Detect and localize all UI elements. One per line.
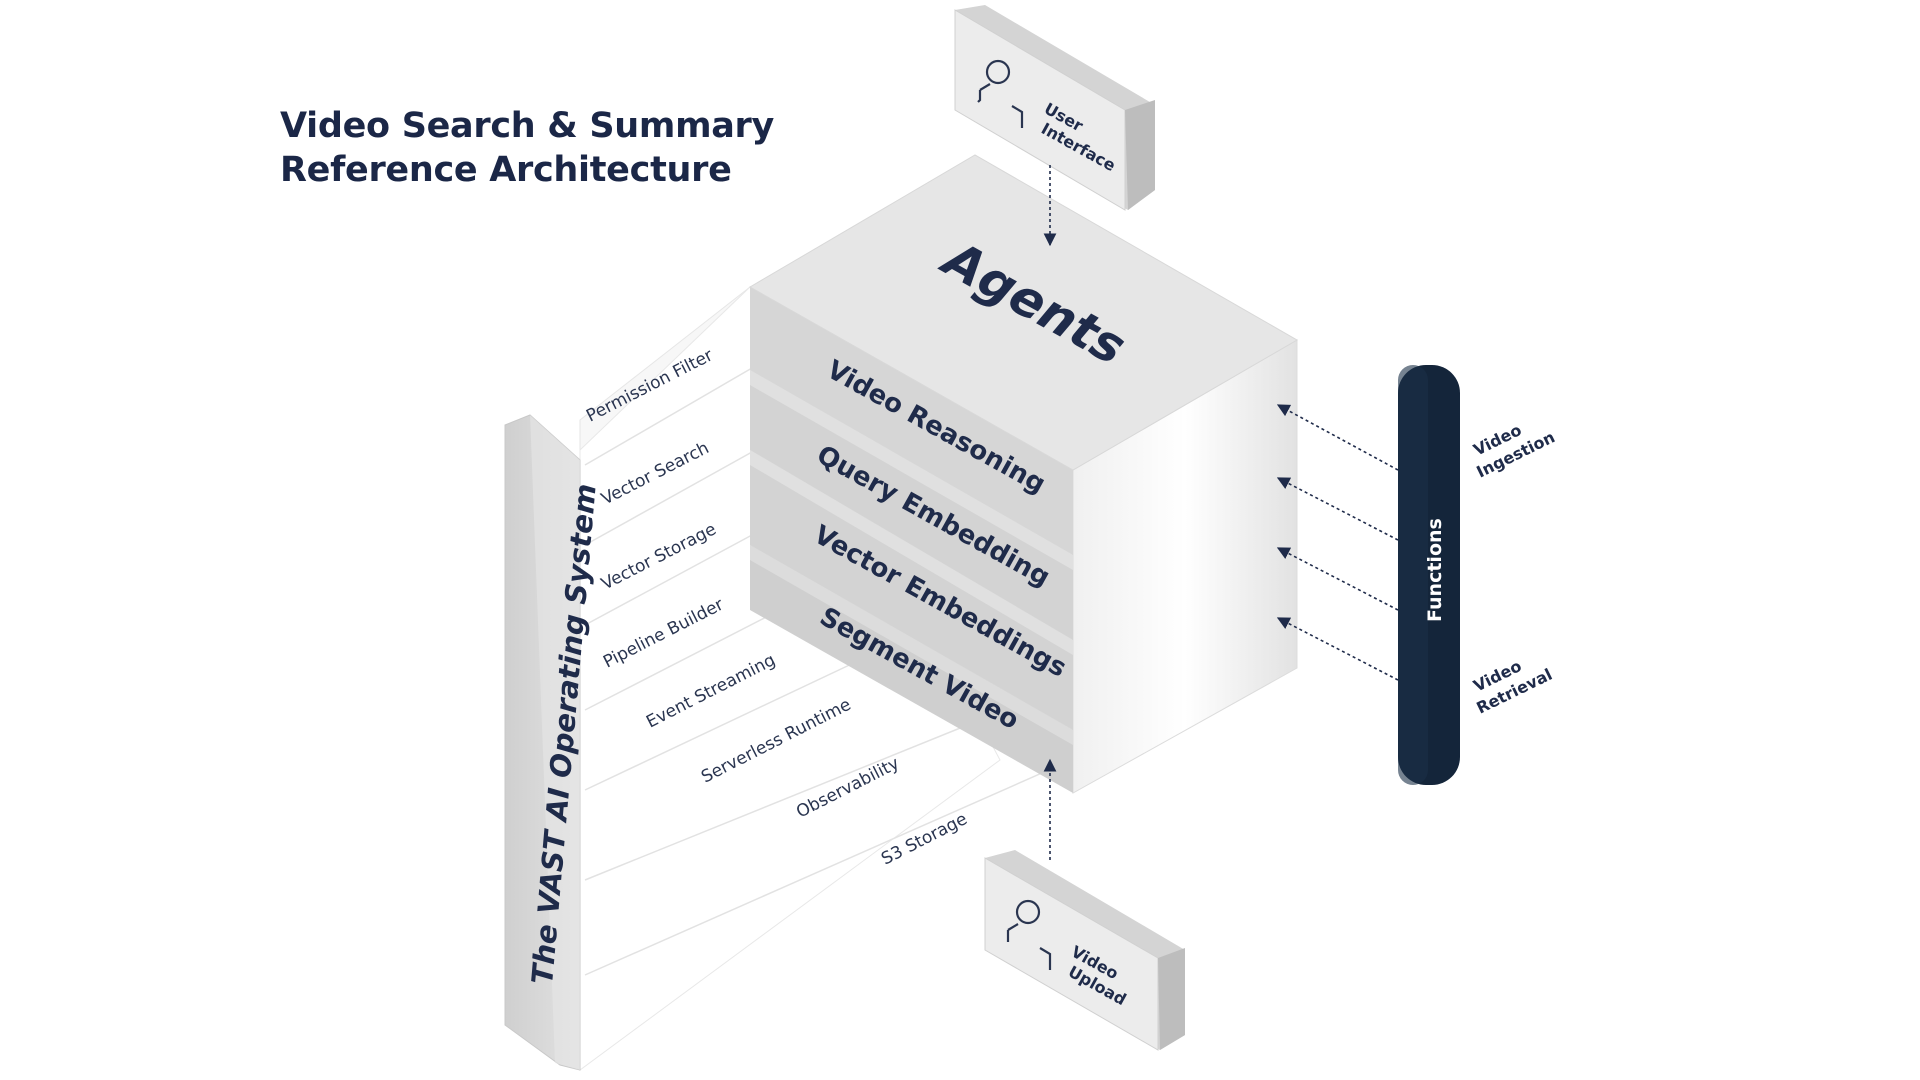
platform-shelf-lines bbox=[584, 367, 1061, 976]
functions-bar[interactable]: Functions bbox=[1398, 365, 1460, 785]
title-line-2: Reference Architecture bbox=[280, 150, 732, 190]
person-icon bbox=[977, 59, 1024, 128]
video-upload-module[interactable]: Video Upload bbox=[984, 850, 1185, 1051]
stack-top-face bbox=[748, 154, 1298, 471]
stack-layer-video-reasoning bbox=[750, 287, 1073, 555]
function-arrow-4 bbox=[1276, 617, 1399, 681]
function-arrow-2 bbox=[1276, 477, 1399, 541]
functions-label: Functions bbox=[1424, 518, 1446, 622]
person-icon bbox=[1006, 899, 1052, 970]
function-arrow-1 bbox=[1276, 404, 1399, 471]
title-line-1: Video Search & Summary bbox=[280, 106, 775, 146]
stack-layer-segment-video bbox=[750, 545, 1073, 793]
function-labels: Video Ingestion Video Retrieval bbox=[1470, 420, 1557, 717]
user-interface-module[interactable]: User Interface bbox=[954, 5, 1155, 211]
page-title: Video Search & Summary Reference Archite… bbox=[280, 104, 774, 192]
agents-stack: Agents Video Reasoning Query Embedding V… bbox=[748, 154, 1298, 794]
function-arrow-3 bbox=[1276, 547, 1399, 611]
stack-layer-vector-embeddings bbox=[750, 450, 1073, 730]
function-arrows bbox=[1276, 404, 1399, 681]
stack-layer-query-embedding bbox=[750, 370, 1073, 640]
